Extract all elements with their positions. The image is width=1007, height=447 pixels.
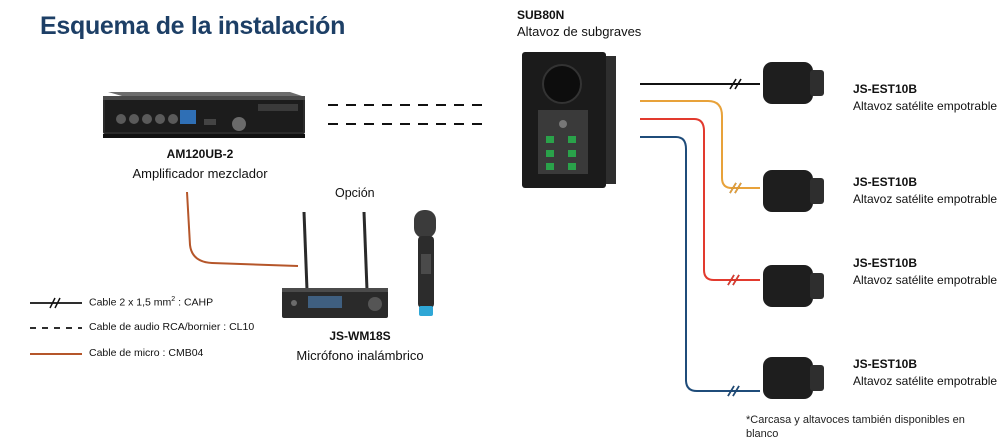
speaker-4-description: Altavoz satélite empotrable bbox=[853, 374, 998, 388]
subwoofer-model: SUB80N bbox=[517, 8, 565, 22]
legend-mic-cable: Cable de micro : CMB04 bbox=[89, 347, 204, 359]
speaker-cable-orange bbox=[640, 100, 760, 189]
amplifier-description: Amplificador mezclador bbox=[132, 166, 268, 181]
satellite-speaker-2 bbox=[763, 170, 824, 212]
page-title: Esquema de la instalación bbox=[40, 12, 346, 40]
wireless-receiver-device bbox=[282, 211, 388, 318]
mic-cable bbox=[186, 191, 299, 267]
option-label: Opción bbox=[335, 186, 375, 200]
footnote: *Carcasa y altavoces también disponibles… bbox=[746, 414, 965, 440]
legend-audio-cable: Cable de audio RCA/bornier : CL10 bbox=[89, 321, 255, 333]
speaker-2-description: Altavoz satélite empotrable bbox=[853, 192, 998, 206]
speaker-1-description: Altavoz satélite empotrable bbox=[853, 99, 998, 113]
satellite-speaker-1 bbox=[763, 62, 824, 104]
speaker-3-description: Altavoz satélite empotrable bbox=[853, 273, 998, 287]
legend-speaker-cable: Cable 2 x 1,5 mm2 : CAHP bbox=[89, 296, 214, 309]
subwoofer-device bbox=[522, 52, 616, 188]
microphone-description: Micrófono inalámbrico bbox=[296, 348, 424, 363]
speaker-4-model: JS-EST10B bbox=[853, 357, 918, 371]
subwoofer-description: Altavoz de subgraves bbox=[517, 24, 642, 39]
amplifier-model: AM120UB-2 bbox=[166, 147, 234, 161]
speaker-cable-red bbox=[640, 118, 760, 281]
microphone-model: JS-WM18S bbox=[329, 329, 391, 343]
amplifier-device bbox=[103, 92, 305, 138]
speaker-1-model: JS-EST10B bbox=[853, 82, 918, 96]
speaker-2-model: JS-EST10B bbox=[853, 175, 918, 189]
satellite-speaker-4 bbox=[763, 357, 824, 399]
speaker-3-model: JS-EST10B bbox=[853, 256, 918, 270]
speaker-cable-blue bbox=[640, 136, 760, 392]
satellite-speaker-3 bbox=[763, 265, 824, 307]
handheld-microphone bbox=[414, 210, 436, 316]
